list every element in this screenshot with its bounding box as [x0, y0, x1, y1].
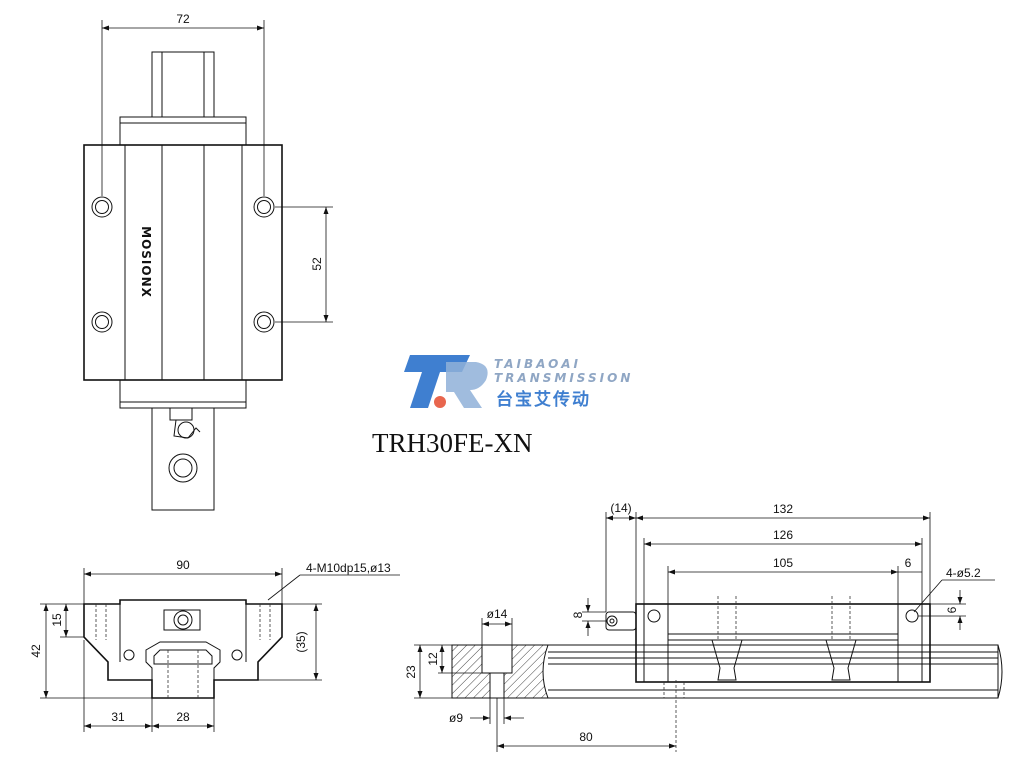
dim-height-42: 42 — [29, 644, 43, 658]
dim-grease-14: (14) — [610, 501, 631, 515]
top-view: MOSIONX 72 52 — [83, 12, 333, 511]
dim-grease-height-8: 8 — [571, 611, 585, 618]
hole-note: 4-ø5.2 — [946, 566, 981, 580]
side-view: (14) 132 126 105 6 4-ø5.2 6 8 — [404, 501, 1003, 752]
end-seal-bottom — [119, 379, 247, 409]
block-side — [635, 603, 931, 683]
dim-pitch-105: 105 — [773, 556, 793, 570]
end-view: 90 4-M10dp15,ø13 42 15 (35) 31 28 — [29, 558, 400, 732]
dim-side-31: 31 — [111, 710, 125, 724]
dim-bore-14: ø14 — [487, 607, 508, 621]
dim-hole-9: ø9 — [449, 711, 463, 725]
block-logo: MOSIONX — [139, 226, 153, 298]
dim-width-72: 72 — [176, 12, 190, 26]
model-title: TRH30FE-XN — [372, 428, 533, 458]
thread-note: 4-M10dp15,ø13 — [306, 561, 391, 575]
brand-name-line1: TAIBAOAI — [494, 357, 581, 371]
dim-offset-6: 6 — [905, 556, 912, 570]
tr-logo-icon — [404, 355, 488, 408]
brand-name-line2: TRANSMISSION — [494, 371, 633, 385]
dim-rail-pitch-80: 80 — [579, 730, 593, 744]
block-body — [83, 144, 283, 381]
grease-nipple-side-icon — [605, 611, 637, 631]
grease-nipple-icon — [169, 407, 201, 439]
dim-rail-width-28: 28 — [176, 710, 190, 724]
dim-flange-15: 15 — [50, 613, 64, 627]
dim-small-height-6: 6 — [945, 606, 959, 613]
end-seal-top — [119, 116, 247, 146]
rail-top-upper — [151, 51, 215, 118]
brand-name-chinese: 台宝艾传动 — [496, 389, 591, 410]
dim-ref-height-35: (35) — [294, 631, 308, 652]
dim-body-126: 126 — [773, 528, 793, 542]
dim-width-90: 90 — [176, 558, 190, 572]
dim-rail-height-23: 23 — [404, 665, 418, 679]
dim-hole-pitch-52: 52 — [310, 257, 324, 271]
dim-counterbore-12: 12 — [426, 652, 440, 666]
brand-logo: TAIBAOAI TRANSMISSION 台宝艾传动 — [404, 355, 633, 410]
mounting-hole-icon — [91, 196, 275, 333]
dim-length-132: 132 — [773, 502, 793, 516]
rail-mounting-hole — [168, 453, 198, 483]
grease-nipple-end-icon — [163, 609, 201, 631]
